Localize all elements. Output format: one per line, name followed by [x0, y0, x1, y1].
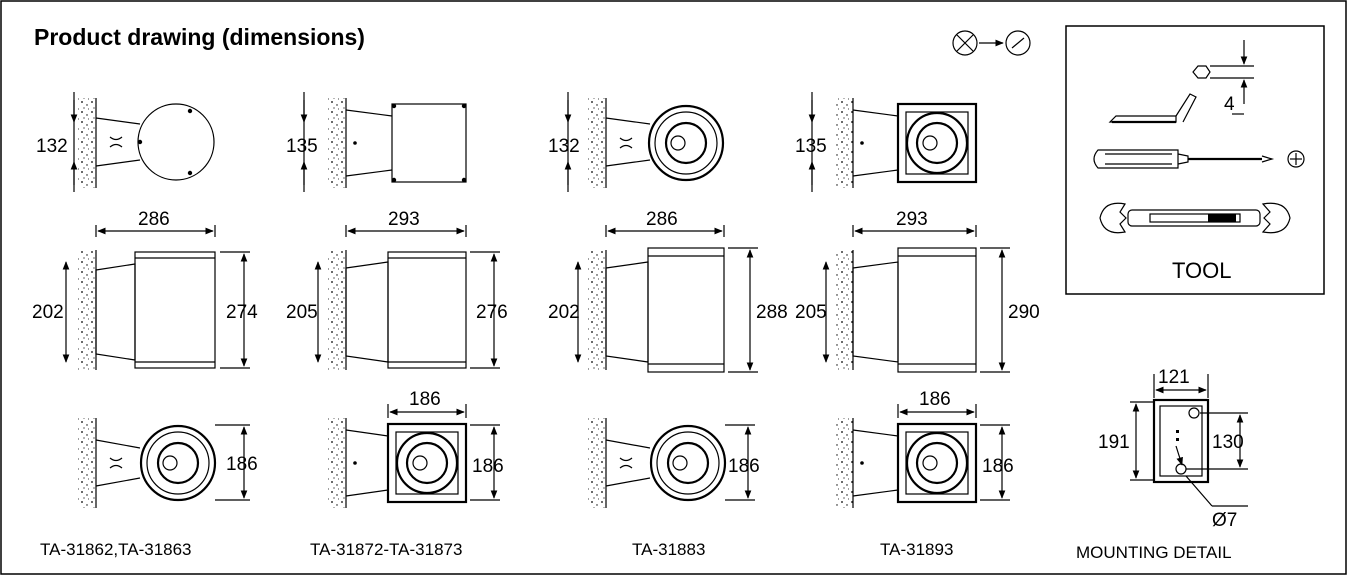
dim-bottom-2: 186	[472, 456, 504, 477]
dim-base-4: 205	[795, 302, 827, 323]
column-1: 132 286 202 274 186 TA-31862,TA-31863	[32, 92, 258, 559]
tool-box: 4 TOOL	[1065, 25, 1325, 295]
dim-width-4: 293	[896, 209, 928, 230]
dim-bottom-4: 186	[982, 456, 1014, 477]
dim-top-1: 132	[36, 136, 68, 157]
dim-top-3: 132	[548, 136, 580, 157]
dim-top-2: 135	[286, 136, 318, 157]
screwdriver-icon	[1093, 149, 1275, 169]
mount-hole-spacing: 130	[1212, 432, 1244, 453]
tool-label: TOOL	[1172, 258, 1232, 283]
dim-bottom-width-2: 186	[409, 389, 441, 410]
mount-hole-diameter: Ø7	[1212, 510, 1237, 531]
dim-base-2: 205	[286, 302, 318, 323]
wrench-icon	[1099, 202, 1291, 234]
dim-base-3: 202	[548, 302, 580, 323]
model-label-3: TA-31883	[632, 540, 705, 559]
model-label-1: TA-31862,TA-31863	[40, 540, 192, 559]
model-label-2: TA-31872-TA-31873	[310, 540, 462, 559]
column-4: 135 293 205 290 186 186 TA-31893	[795, 92, 1040, 559]
hex-nut-icon	[1192, 40, 1254, 115]
mount-height: 191	[1098, 432, 1130, 453]
dim-height-4: 290	[1008, 302, 1040, 323]
hex-key-icon	[1108, 93, 1197, 124]
dim-height-1: 274	[226, 302, 258, 323]
model-label-4: TA-31893	[880, 540, 953, 559]
mount-width: 121	[1158, 367, 1190, 388]
dim-width-3: 286	[646, 209, 678, 230]
dim-height-3: 288	[756, 302, 788, 323]
dim-width-1: 286	[138, 209, 170, 230]
dim-bottom-3: 186	[728, 456, 760, 477]
hex-key-size: 4	[1224, 94, 1235, 115]
dim-bottom-width-4: 186	[919, 389, 951, 410]
page-title: Product drawing (dimensions)	[34, 24, 365, 50]
column-3: 132 286 202 288 186 TA-31883	[548, 92, 788, 559]
dim-width-2: 293	[388, 209, 420, 230]
phillips-icon	[1287, 150, 1305, 168]
mounting-label: MOUNTING DETAIL	[1076, 543, 1232, 562]
column-2: 135 293 205 276 186 186 TA-31872-TA-3187…	[286, 92, 508, 559]
screw-conversion-icon	[952, 30, 1031, 56]
dim-top-4: 135	[795, 136, 827, 157]
mounting-detail: 121 191 130 Ø7 MOUNTING DETAIL	[1076, 367, 1248, 562]
dim-height-2: 276	[476, 302, 508, 323]
dim-base-1: 202	[32, 302, 64, 323]
dim-bottom-1: 186	[226, 454, 258, 475]
